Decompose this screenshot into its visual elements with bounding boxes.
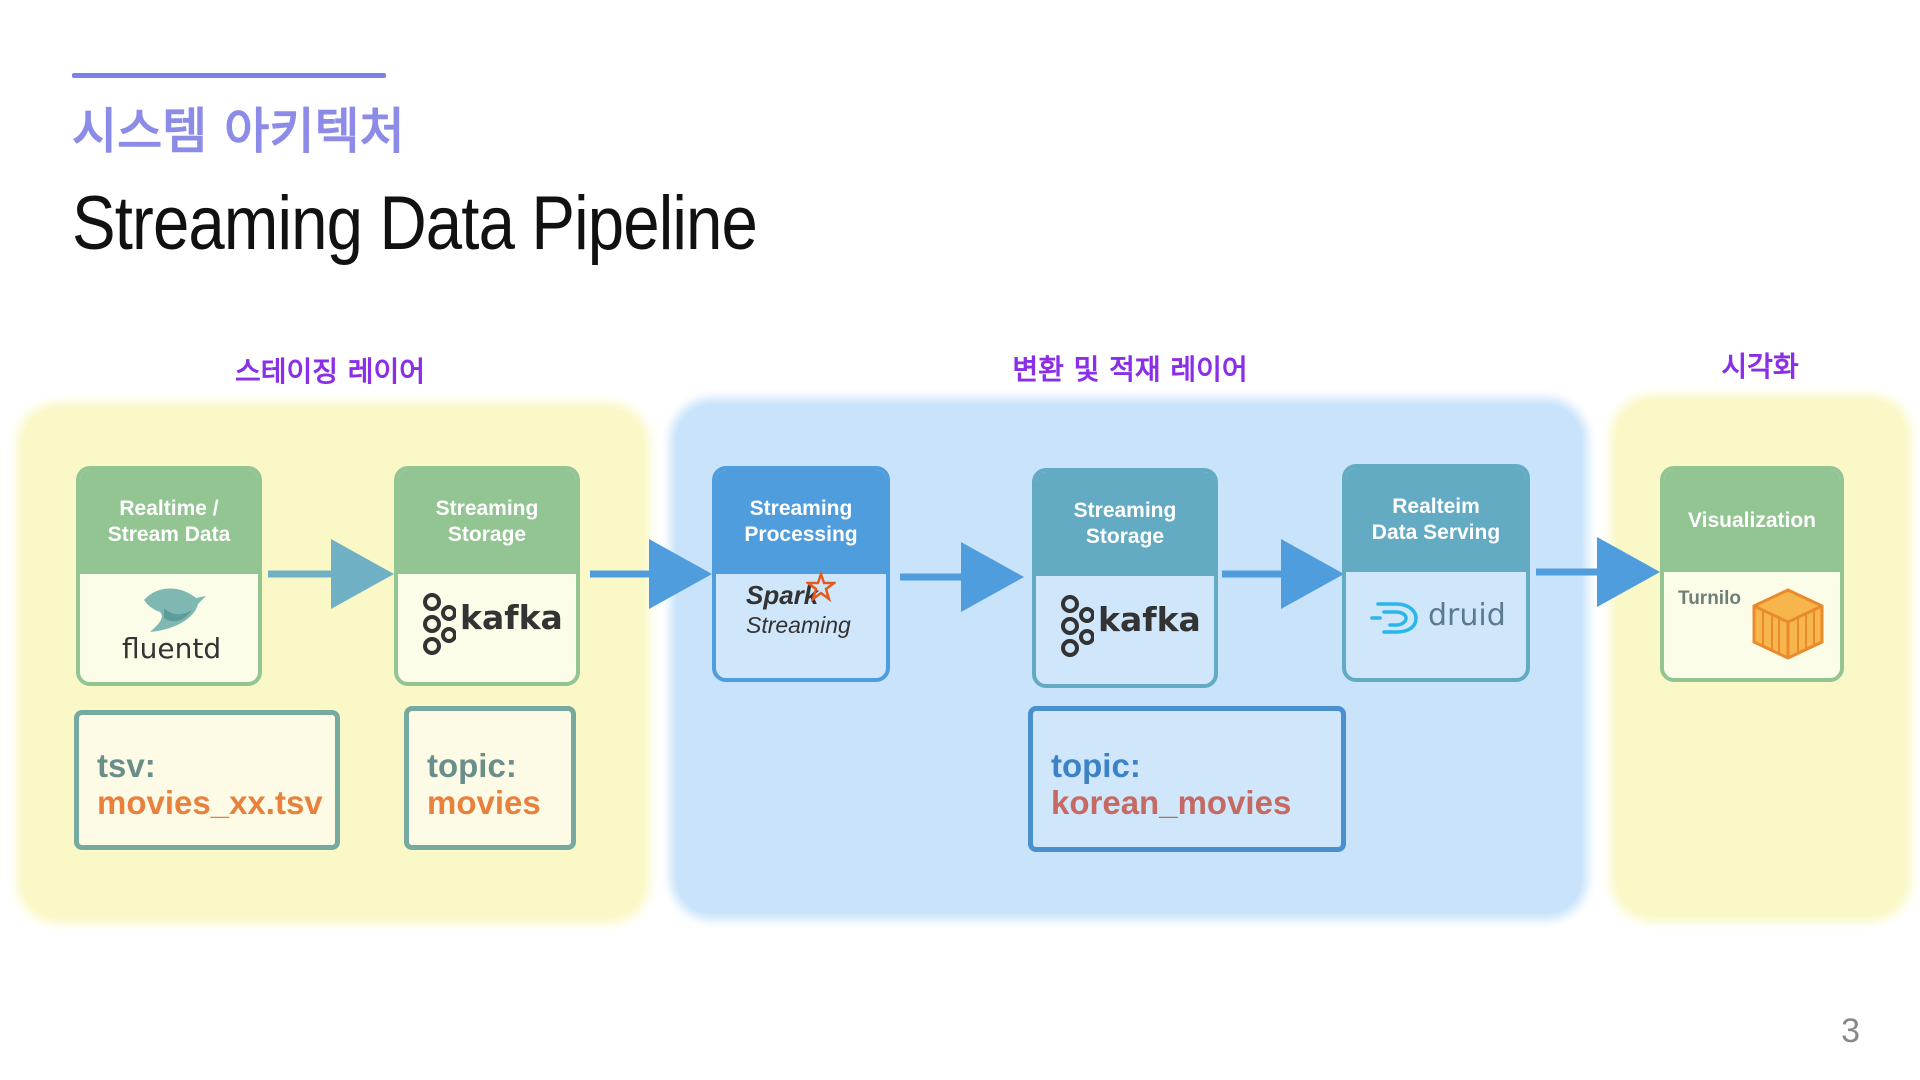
layer-label-staging: 스테이징 레이어: [234, 355, 426, 388]
node-serving: Realteim Data Serving druid: [1342, 464, 1530, 682]
kafka-icon: [1061, 595, 1094, 657]
node-processing: Streaming Processing Spark Streaming: [712, 466, 890, 682]
node-serving-label: Realteim Data Serving: [1346, 468, 1526, 572]
note-tsv-value: movies_xx.tsv: [97, 784, 323, 821]
kafka-label: kafka: [1098, 600, 1201, 639]
note-topic-key: topic:: [1051, 747, 1141, 784]
section-kicker: 시스템 아키텍처: [72, 103, 405, 160]
kafka-icon: [423, 593, 456, 655]
note-topic-value: korean_movies: [1051, 784, 1292, 821]
box-icon: [1752, 588, 1824, 660]
title-accent-line: [72, 73, 386, 78]
note-topic-value: movies: [427, 784, 541, 821]
note-tsv-key: tsv:: [97, 747, 156, 784]
page-number: 3: [1841, 1012, 1860, 1050]
page-title: Streaming Data Pipeline: [72, 181, 758, 266]
note-topic-movies: topic: movies: [404, 706, 576, 850]
streaming-label: Streaming: [746, 612, 851, 638]
star-icon: [806, 572, 836, 602]
node-storage-2-label: Streaming Storage: [1036, 472, 1214, 576]
node-source-label: Realtime / Stream Data: [80, 470, 258, 574]
fluentd-logo: fluentd: [80, 574, 258, 682]
spark-label: Spark: [746, 580, 819, 610]
node-source: Realtime / Stream Data fluentd: [76, 466, 262, 686]
fluentd-label: fluentd: [122, 632, 222, 665]
note-topic-key: topic:: [427, 747, 517, 784]
bird-icon: [144, 588, 206, 632]
druid-label: druid: [1428, 598, 1506, 633]
kafka-label: kafka: [460, 598, 563, 637]
druid-icon: [1370, 602, 1418, 634]
node-storage-1: Streaming Storage kafka: [394, 466, 580, 686]
node-visualization-label: Visualization: [1664, 470, 1840, 572]
layer-label-visualization: 시각화: [1721, 350, 1799, 383]
turnilo-label: Turnilo: [1678, 588, 1741, 609]
note-topic-korean-movies: topic: korean_movies: [1028, 706, 1346, 852]
node-storage-1-label: Streaming Storage: [398, 470, 576, 574]
node-visualization: Visualization Turnilo: [1660, 466, 1844, 682]
note-tsv: tsv: movies_xx.tsv: [74, 710, 340, 850]
node-processing-label: Streaming Processing: [716, 470, 886, 574]
layer-label-transform: 변환 및 적재 레이어: [1012, 353, 1248, 386]
node-storage-2: Streaming Storage kafka: [1032, 468, 1218, 688]
